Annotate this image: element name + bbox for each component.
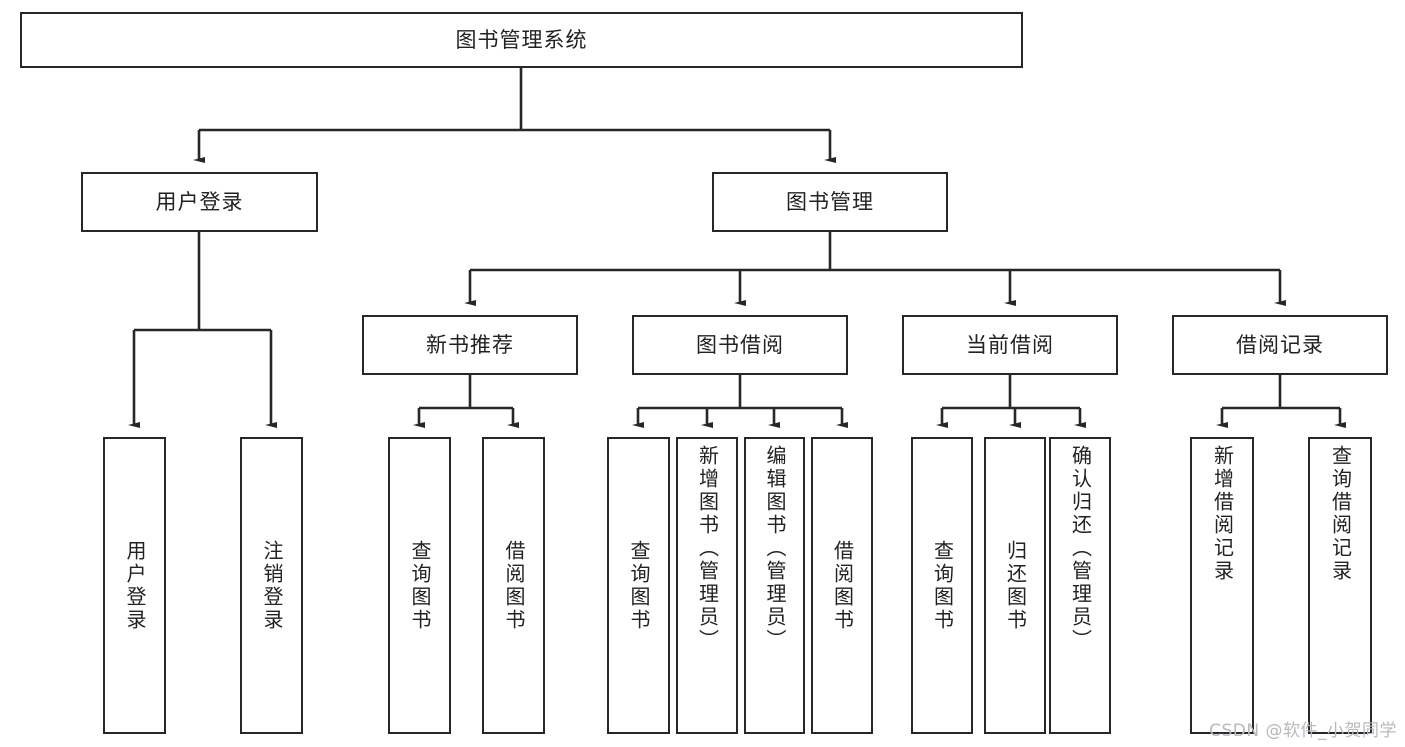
node-leaf-query-book-1[interactable]: 查询图书 [388,437,451,734]
node-leaf-confirm-return[interactable]: 确认归还（管理员） [1049,437,1111,734]
node-leaf-query-book-3[interactable]: 查询图书 [911,437,973,734]
node-label: 借阅记录 [1236,332,1324,357]
node-leaf-edit-book[interactable]: 编辑图书（管理员） [744,437,805,734]
node-label: 借阅图书 [502,539,526,632]
node-label: 当前借阅 [966,332,1054,357]
node-book-borrow[interactable]: 图书借阅 [632,315,848,375]
node-root-system[interactable]: 图书管理系统 [20,12,1023,68]
node-label: 确认归还（管理员） [1068,445,1093,652]
node-label: 编辑图书（管理员） [763,445,787,652]
node-label: 查询图书 [408,539,432,632]
node-leaf-add-book[interactable]: 新增图书（管理员） [676,437,738,734]
node-leaf-user-logout[interactable]: 注销登录 [240,437,303,734]
node-label: 借阅图书 [830,539,855,632]
node-label: 归还图书 [1003,539,1028,632]
node-leaf-query-record[interactable]: 查询借阅记录 [1308,437,1372,734]
node-leaf-add-record[interactable]: 新增借阅记录 [1190,437,1254,734]
node-current-borrow[interactable]: 当前借阅 [902,315,1118,375]
node-new-book-rec[interactable]: 新书推荐 [362,315,578,375]
node-user-login[interactable]: 用户登录 [81,172,318,232]
node-label: 图书管理系统 [455,27,588,52]
node-label: 图书借阅 [696,332,784,357]
node-borrow-record[interactable]: 借阅记录 [1172,315,1388,375]
node-leaf-user-login[interactable]: 用户登录 [103,437,166,734]
node-leaf-borrow-book-2[interactable]: 借阅图书 [811,437,873,734]
node-label: 用户登录 [123,539,147,632]
node-label: 查询图书 [930,539,955,632]
node-label: 图书管理 [786,189,874,214]
node-label: 新增借阅记录 [1210,445,1235,583]
node-label: 查询图书 [627,539,651,632]
node-book-manage[interactable]: 图书管理 [712,172,948,232]
node-label: 注销登录 [260,539,284,632]
node-leaf-borrow-book-1[interactable]: 借阅图书 [482,437,545,734]
watermark-text: CSDN @软件_小贺同学 [1209,721,1397,741]
node-leaf-return-book[interactable]: 归还图书 [984,437,1046,734]
node-label: 查询借阅记录 [1328,445,1353,583]
node-label: 新书推荐 [426,332,514,357]
node-label: 用户登录 [155,189,244,214]
node-label: 新增图书（管理员） [695,445,720,652]
node-leaf-query-book-2[interactable]: 查询图书 [607,437,670,734]
